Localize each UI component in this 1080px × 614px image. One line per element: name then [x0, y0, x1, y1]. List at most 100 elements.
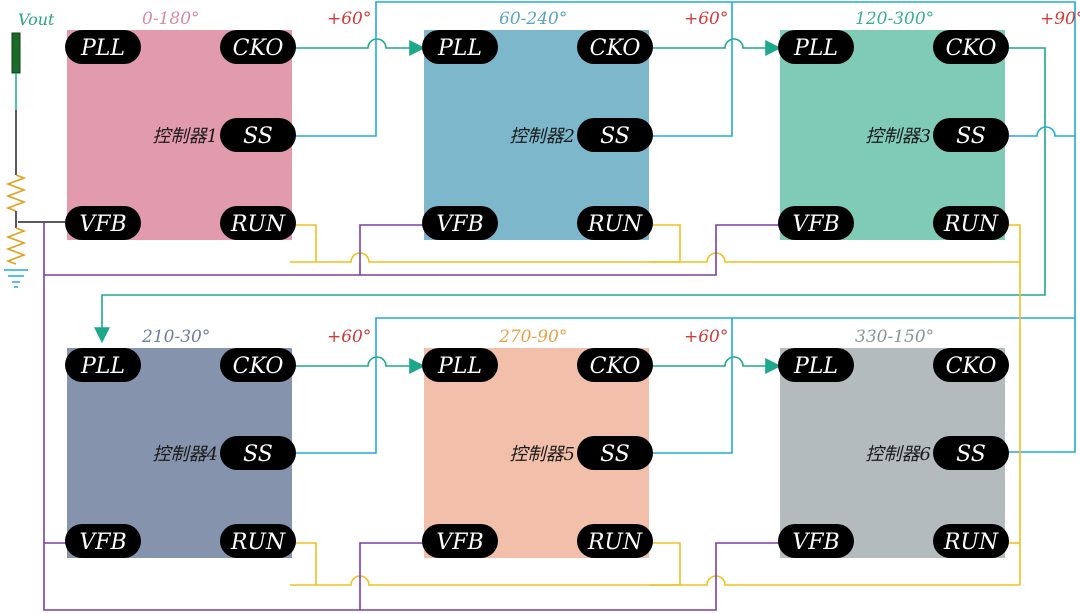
pin-ss-bg — [933, 436, 1009, 470]
run-wire-5 — [650, 542, 681, 585]
phase-shift-label: +60° — [684, 9, 728, 29]
pin-vfb: VFB — [422, 524, 498, 558]
pin-cko-label: CKO — [590, 354, 641, 379]
phase-label: 0-180° — [142, 9, 200, 29]
ss-wire-main — [290, 1, 1076, 453]
vfb-wire-5 — [359, 542, 424, 610]
phase-shift-label: +90° — [1040, 9, 1080, 29]
pin-cko-bg — [933, 30, 1009, 64]
pin-cko-label: CKO — [946, 36, 997, 61]
pin-ss-label: SS — [243, 442, 273, 467]
pin-run-label: RUN — [230, 530, 286, 555]
pin-pll-label: PLL — [80, 354, 125, 379]
pin-ss-bg — [220, 436, 296, 470]
pin-run: RUN — [220, 206, 296, 240]
resistor-top — [5, 174, 27, 212]
controller-name: 控制器5 — [510, 444, 575, 465]
pin-vfb-label: VFB — [79, 530, 126, 555]
run-wire-4 — [290, 542, 317, 585]
pin-ss: SS — [577, 118, 653, 152]
pin-vfb-bg — [778, 524, 854, 558]
pin-cko: CKO — [220, 30, 296, 64]
pin-pll-bg — [65, 30, 141, 64]
pin-ss: SS — [933, 118, 1009, 152]
phase-label: 60-240° — [499, 9, 567, 29]
pin-ss-label: SS — [600, 442, 630, 467]
pin-cko-bg — [577, 348, 653, 382]
run-wire-2a — [650, 252, 1020, 263]
clock-wire — [292, 356, 426, 374]
pin-run: RUN — [577, 206, 653, 240]
controller-name: 控制器2 — [510, 126, 575, 147]
pin-pll-label: PLL — [793, 354, 838, 379]
pin-cko-bg — [933, 348, 1009, 382]
pin-pll-label: PLL — [437, 354, 482, 379]
pin-vfb-bg — [778, 206, 854, 240]
vout-label: Vout — [18, 10, 55, 29]
phase-label: 270-90° — [498, 327, 567, 347]
phase-shift-label: +60° — [684, 327, 728, 347]
pin-ss-bg — [577, 436, 653, 470]
pin-vfb-label: VFB — [79, 212, 126, 237]
pin-run: RUN — [220, 524, 296, 558]
pin-run: RUN — [933, 524, 1009, 558]
pin-pll-bg — [65, 348, 141, 382]
resistor-bottom — [5, 227, 27, 265]
pin-ss-bg — [933, 118, 1009, 152]
pin-vfb-bg — [422, 524, 498, 558]
pin-run-bg — [220, 206, 296, 240]
pin-vfb: VFB — [778, 206, 854, 240]
pin-vfb-bg — [65, 524, 141, 558]
pin-cko: CKO — [933, 30, 1009, 64]
pin-pll-bg — [422, 30, 498, 64]
pin-ss-bg — [577, 118, 653, 152]
pin-ss-label: SS — [243, 124, 273, 149]
phase-shift-label: +60° — [327, 327, 371, 347]
pin-cko: CKO — [933, 348, 1009, 382]
pin-vfb-bg — [65, 206, 141, 240]
pin-pll: PLL — [778, 348, 854, 382]
pin-pll: PLL — [422, 30, 498, 64]
clock-wire — [649, 356, 782, 374]
pin-cko-bg — [577, 30, 653, 64]
pin-run: RUN — [577, 524, 653, 558]
pin-vfb: VFB — [65, 206, 141, 240]
pin-run-label: RUN — [230, 212, 286, 237]
run-wire-3 — [1005, 224, 1021, 585]
pin-ss-bg — [220, 118, 296, 152]
pin-pll: PLL — [422, 348, 498, 382]
controller-6: PLL CKO SS VFB RUN 控制器6 330-150° — [778, 327, 1009, 558]
pin-vfb-label: VFB — [436, 530, 483, 555]
pin-ss-label: SS — [956, 124, 986, 149]
vfb-wire-top — [44, 224, 780, 276]
controller-name: 控制器6 — [866, 444, 931, 465]
pin-pll-bg — [422, 348, 498, 382]
pin-vfb: VFB — [422, 206, 498, 240]
ss-wire-3 — [1005, 126, 1075, 137]
pin-pll-label: PLL — [437, 36, 482, 61]
pin-ss-label: SS — [956, 442, 986, 467]
run-wire-2 — [650, 224, 681, 262]
pin-ss: SS — [220, 436, 296, 470]
pin-pll-bg — [778, 30, 854, 64]
run-wire-5a — [650, 575, 1020, 586]
pin-ss-label: SS — [600, 124, 630, 149]
pin-vfb: VFB — [778, 524, 854, 558]
pin-run-bg — [577, 524, 653, 558]
feedback-network: Vout — [4, 10, 55, 288]
phase-shift-label: +60° — [327, 9, 371, 29]
phase-label: 330-150° — [855, 327, 934, 347]
pin-run-bg — [577, 206, 653, 240]
controller-5: PLL CKO SS VFB RUN 控制器5 270-90° +60° — [422, 327, 728, 558]
pin-run-label: RUN — [587, 530, 643, 555]
pin-run-bg — [933, 206, 1009, 240]
pin-vfb-label: VFB — [792, 530, 839, 555]
pin-run-label: RUN — [943, 212, 999, 237]
ss-wire-4 — [290, 317, 1075, 454]
